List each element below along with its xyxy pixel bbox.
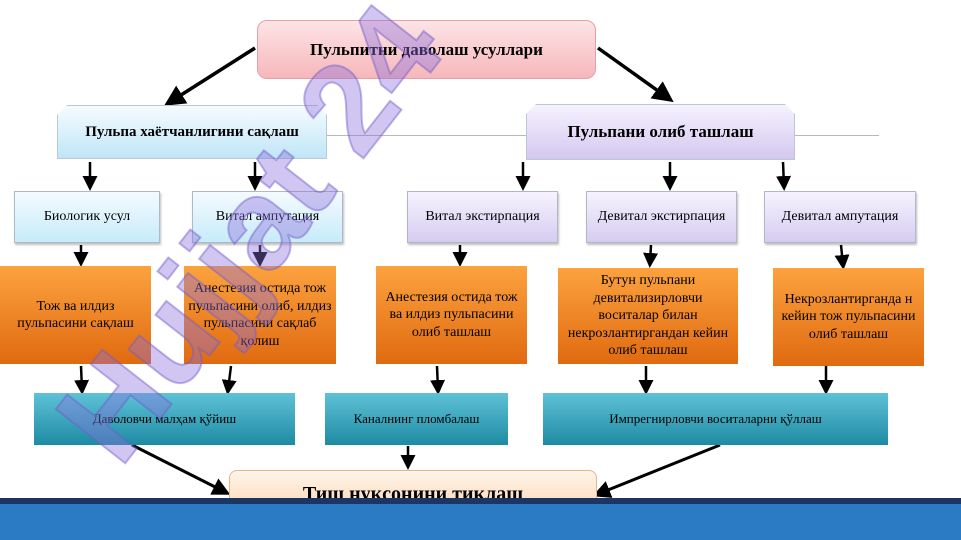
step-medicinal-paste: Даволовчи малҳам қўйиш xyxy=(34,393,295,445)
step-impregnation: Импрегнирловчи воситаларни қўллаш xyxy=(543,393,888,445)
arrow-root-right xyxy=(596,46,674,103)
footer-bar xyxy=(0,504,961,540)
desc-vital-extirpation: Анестезия остида тож ва илдиз пульпасини… xyxy=(376,266,527,364)
branch-preserve-pulp: Пульпа хаётчанлигини сақлаш xyxy=(57,105,327,159)
desc-devital-amputation: Некрозлантирганда н кейин тож пульпасини… xyxy=(773,268,924,366)
desc-vital-amputation: Анестезия остида тож пульпасини олиб, ил… xyxy=(184,266,336,364)
desc-devital-extirpation: Бутун пульпани девитализирловчи воситала… xyxy=(558,268,738,364)
method-devital-extirpation: Девитал экстирпация xyxy=(586,191,737,243)
footer-stripe xyxy=(0,498,961,504)
desc-biological: Тож ва илдиз пульпасини сақлаш xyxy=(0,266,151,364)
method-devital-amputation: Девитал ампутация xyxy=(764,191,916,243)
root-title-box: Пульпитни даволаш усуллари xyxy=(257,20,596,79)
method-vital-extirpation: Витал экстирпация xyxy=(407,191,558,243)
method-biological: Биологик усул xyxy=(14,191,160,243)
arrow-root-left xyxy=(164,46,256,106)
method-vital-amputation: Витал ампутация xyxy=(192,191,343,243)
branch-remove-pulp: Пульпани олиб ташлаш xyxy=(526,104,795,160)
step-canal-filling: Каналнинг пломбалаш xyxy=(325,393,508,445)
